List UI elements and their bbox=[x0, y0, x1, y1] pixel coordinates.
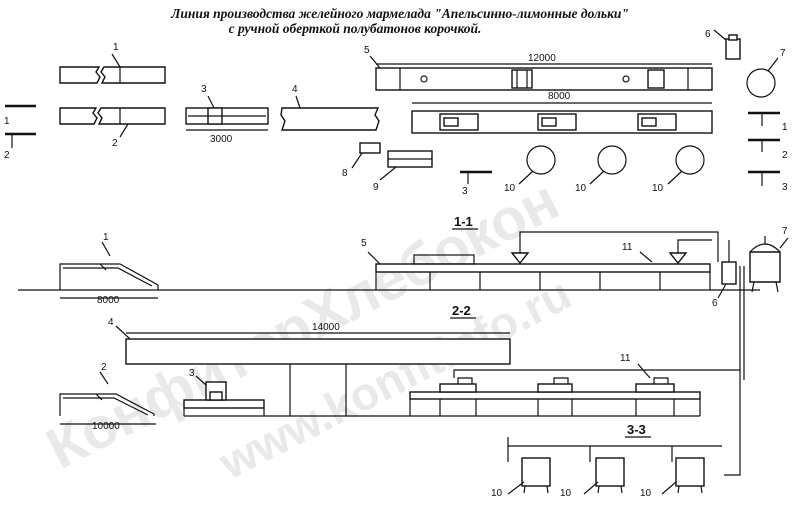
section-2-2-view: 14000 4 2 10000 3 bbox=[59, 317, 740, 432]
label-1-sec: 1 bbox=[103, 232, 109, 243]
section-label-2-2: 2-2 bbox=[452, 303, 471, 318]
label-10-b: 10 bbox=[575, 183, 587, 194]
plan-item-3-machine: 3 3000 bbox=[185, 84, 269, 145]
label-2: 2 bbox=[112, 138, 118, 149]
plan-item-6-tank: 6 bbox=[705, 29, 741, 60]
label-10-sec-b: 10 bbox=[560, 488, 572, 499]
cut-mark-left: 1 2 bbox=[4, 104, 36, 161]
section-label-1-1: 1-1 bbox=[454, 214, 473, 229]
dim-3000: 3000 bbox=[210, 134, 233, 145]
cut-label-3: 3 bbox=[462, 186, 468, 197]
plan-item-1-conveyor: 1 bbox=[59, 42, 166, 84]
diagram-title: Линия производства желейного мармелада "… bbox=[0, 6, 800, 36]
title-line-1: Линия производства желейного мармелада "… bbox=[171, 6, 629, 21]
title-line-2: с ручной оберткой полубатонов корочкой. bbox=[228, 21, 482, 36]
plan-item-11-molds: 8000 bbox=[411, 91, 713, 134]
section-1-1-view: 1 8000 5 11 6 7 bbox=[18, 226, 789, 476]
cut-label-2: 2 bbox=[4, 150, 10, 161]
cut-marks-right: 1 2 3 bbox=[748, 111, 788, 193]
dim-10000: 10000 bbox=[92, 421, 120, 432]
plan-item-9-table: 9 bbox=[373, 150, 433, 193]
label-4: 4 bbox=[292, 84, 298, 95]
label-3-sec: 3 bbox=[189, 368, 195, 379]
dim-8000-top: 8000 bbox=[548, 91, 571, 102]
plan-item-10-tanks: 10 10 10 bbox=[504, 145, 705, 194]
label-7: 7 bbox=[780, 48, 786, 59]
label-8: 8 bbox=[342, 168, 348, 179]
dim-8000-left: 8000 bbox=[97, 295, 120, 306]
label-5-sec: 5 bbox=[361, 238, 367, 249]
cut-label-right-1: 1 bbox=[782, 122, 788, 133]
label-11-sec: 11 bbox=[622, 242, 633, 253]
cut-mark-3-center: 3 bbox=[460, 170, 492, 197]
section-label-3-3: 3-3 bbox=[627, 422, 646, 437]
plan-item-5-conveyor-12000: 12000 5 bbox=[364, 45, 713, 91]
label-11-sec-22: 11 bbox=[620, 353, 631, 364]
section-3-3-view: 10 10 10 bbox=[491, 437, 722, 499]
label-10-sec-c: 10 bbox=[640, 488, 652, 499]
label-7-sec: 7 bbox=[782, 226, 788, 237]
dim-12000: 12000 bbox=[528, 53, 556, 64]
label-10-c: 10 bbox=[652, 183, 664, 194]
label-6: 6 bbox=[705, 29, 711, 40]
cut-label-right-2: 2 bbox=[782, 150, 788, 161]
label-10-sec-a: 10 bbox=[491, 488, 503, 499]
label-6-sec: 6 bbox=[712, 298, 718, 309]
plan-item-2-conveyor: 2 bbox=[59, 107, 166, 149]
label-4-sec: 4 bbox=[108, 317, 114, 328]
label-10-a: 10 bbox=[504, 183, 516, 194]
plan-item-4-cooler: 4 bbox=[280, 84, 380, 131]
label-9: 9 bbox=[373, 182, 379, 193]
label-1: 1 bbox=[113, 42, 119, 53]
cut-label-right-3: 3 bbox=[782, 182, 788, 193]
dim-14000: 14000 bbox=[312, 322, 340, 333]
plan-item-8-table: 8 bbox=[342, 142, 381, 179]
label-3: 3 bbox=[201, 84, 207, 95]
label-5: 5 bbox=[364, 45, 370, 56]
plan-item-7-kettle: 7 bbox=[746, 48, 786, 98]
cut-label-1: 1 bbox=[4, 116, 10, 127]
label-2-sec: 2 bbox=[101, 362, 107, 373]
